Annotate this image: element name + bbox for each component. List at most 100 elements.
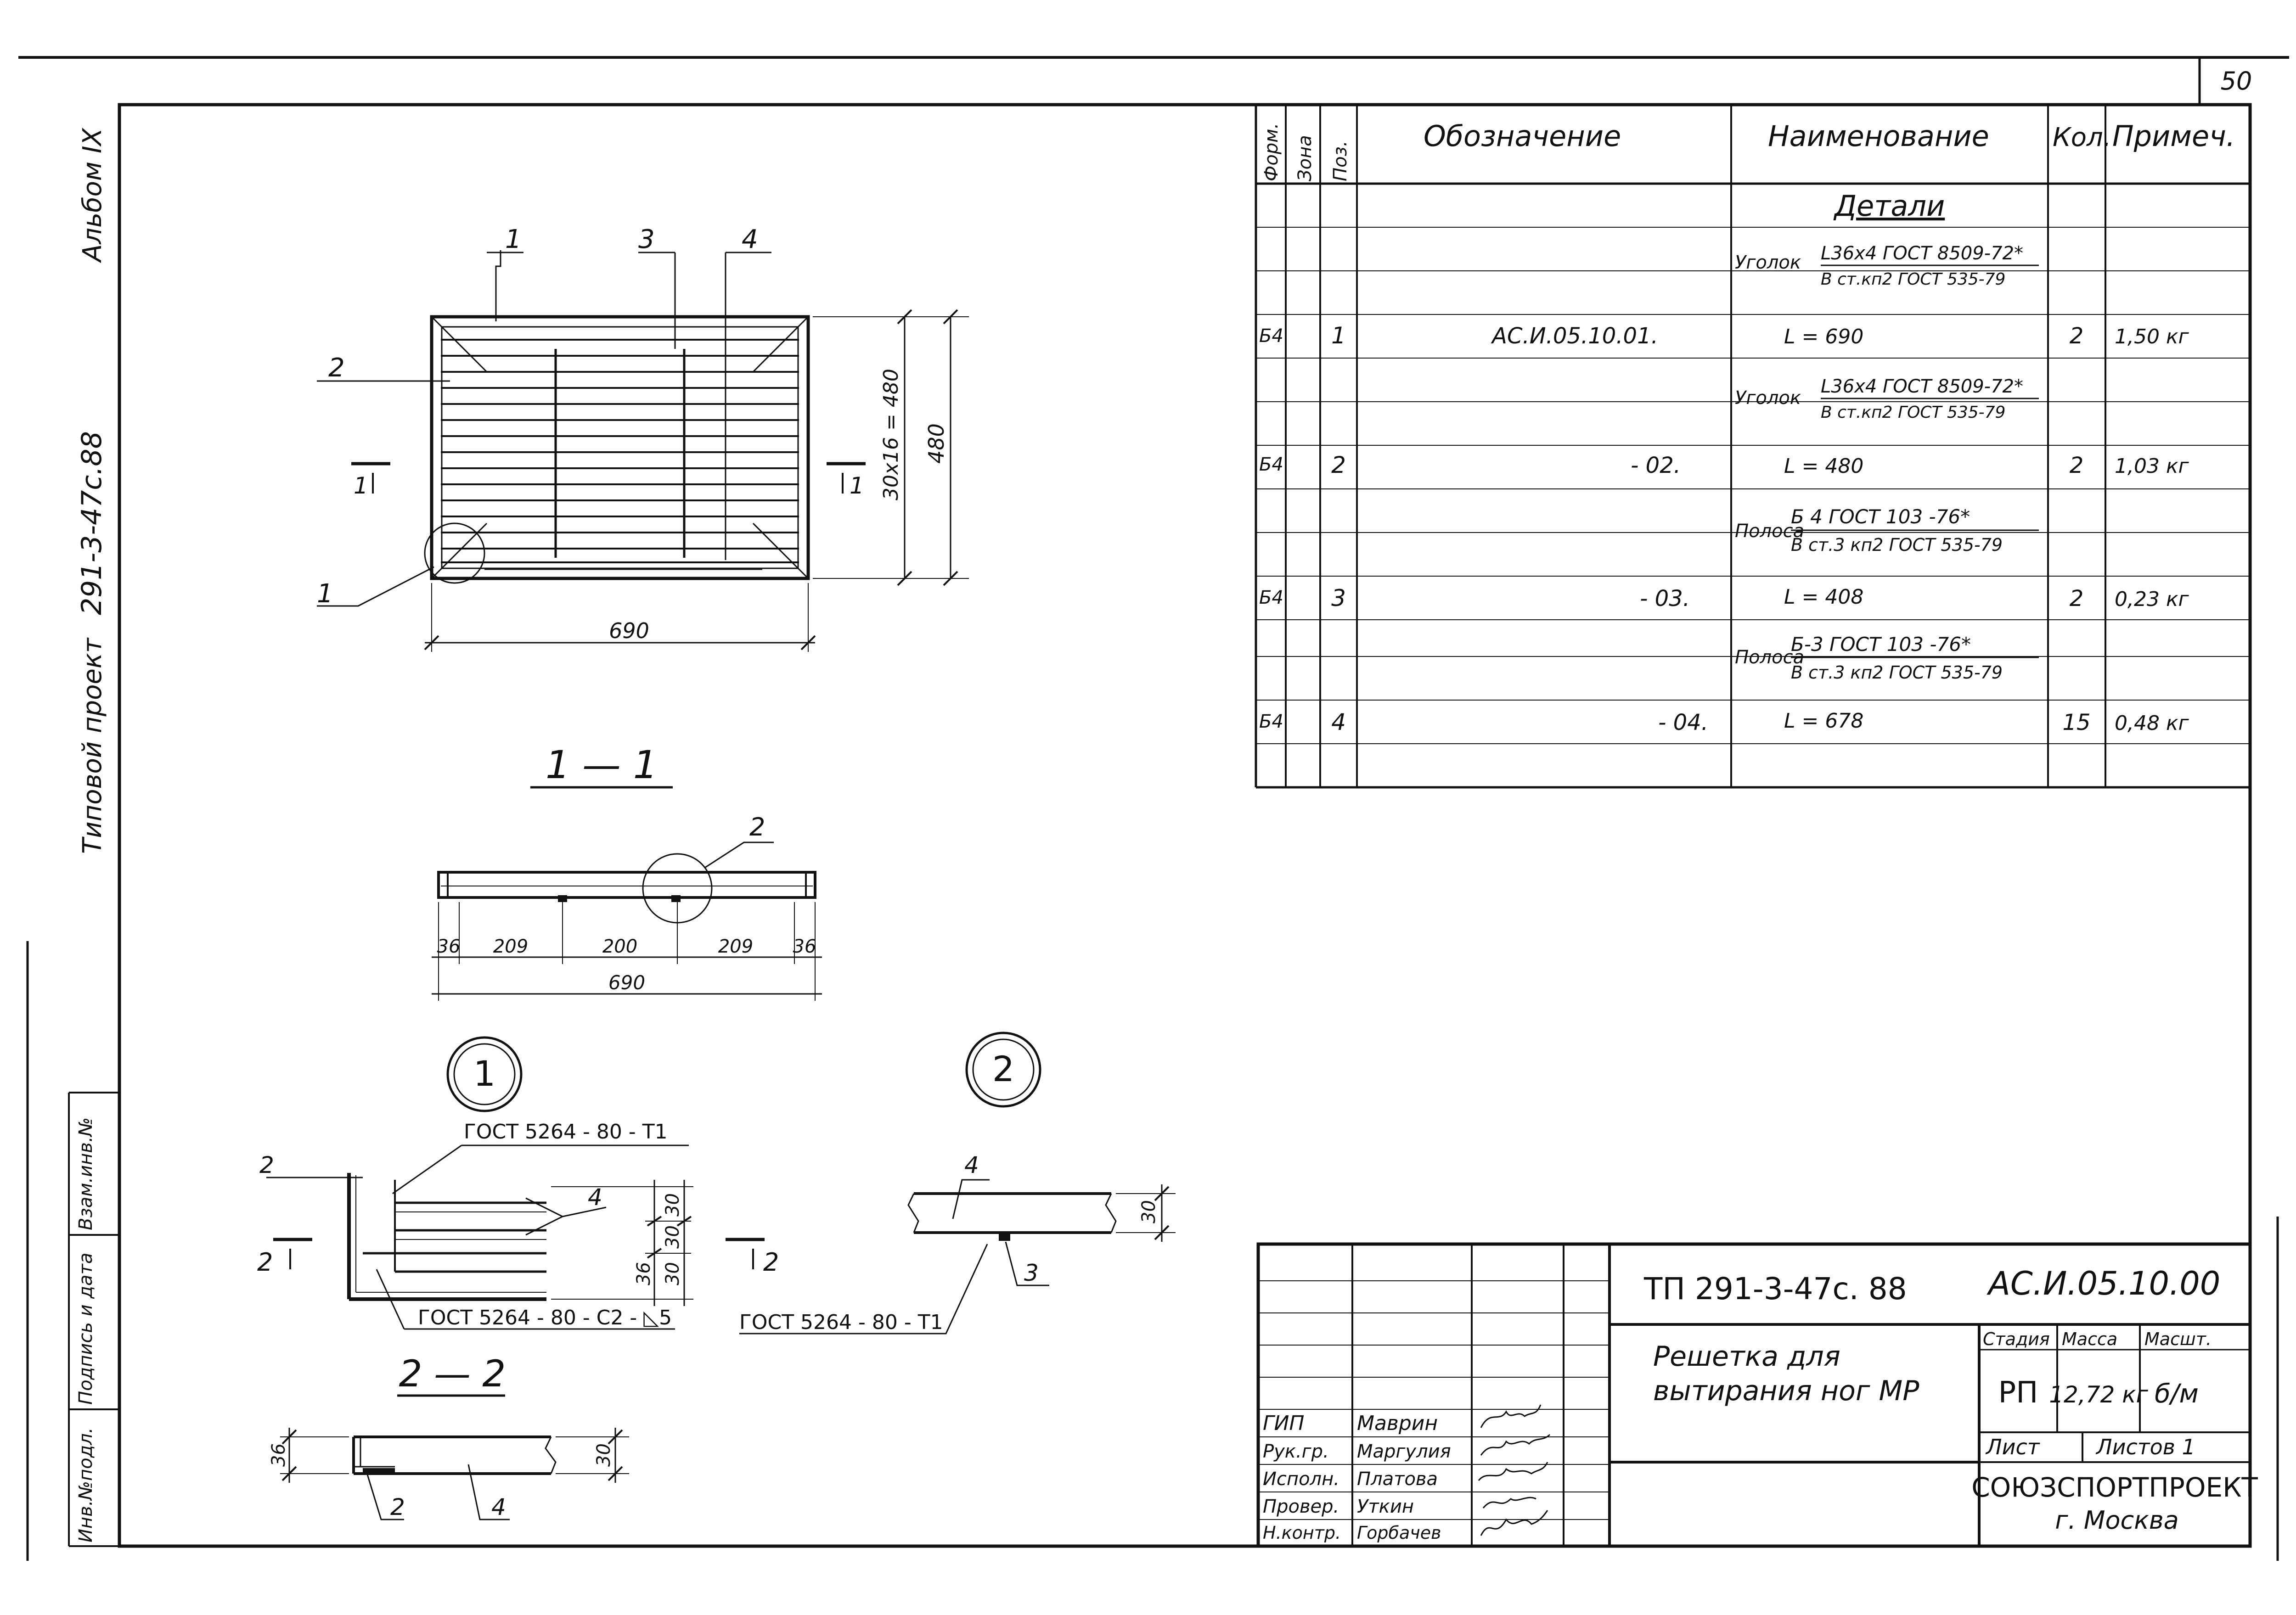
stage-label: Стадия — [1983, 1329, 2050, 1349]
row-designation: - 02. — [1631, 453, 1681, 478]
person-role: Рук.гр. — [1263, 1441, 1329, 1462]
material-top: L36x4 ГОСТ 8509-72* — [1821, 243, 2023, 264]
row-pos: 3 — [1331, 585, 1346, 611]
detail-1-dim: 30 — [662, 1262, 683, 1285]
title-people: ГИП Маврин Рук.гр. Маргулия Исполн. Плат… — [1263, 1412, 1451, 1543]
spec-grid — [1255, 105, 2251, 789]
section-1-1-dim: 200 — [602, 936, 637, 957]
spec-header-designation: Обозначение — [1424, 119, 1621, 153]
org-city: г. Москва — [2055, 1506, 2179, 1535]
detail-1-section-mark-right: 2 — [763, 1248, 779, 1277]
title-doc-code: АС.И.05.10.00 — [1986, 1265, 2220, 1302]
plan-label-1: 1 — [505, 224, 522, 254]
detail-2-label-3: 3 — [1024, 1260, 1039, 1286]
spec-header-zone: Зона — [1294, 135, 1316, 181]
material-prefix: Уголок — [1735, 252, 1801, 273]
material-bottom: В ст.кп2 ГОСТ 535-79 — [1821, 270, 2005, 289]
row-qty: 2 — [2070, 453, 2084, 478]
spec-header-qty: Кол. — [2053, 123, 2111, 152]
row-pos: 1 — [1331, 322, 1346, 349]
detail-1-weld-bottom: ГОСТ 5264 - 80 - С2 - ◺5 — [418, 1306, 672, 1329]
spec-table: Форм. Зона Поз. Обозначение Наименование… — [1255, 105, 2251, 789]
title-project-code: ТП 291-3-47с. 88 — [1643, 1271, 1907, 1307]
spec-item-row: Б4 3 - 03. L = 408 2 0,23 кг — [1259, 585, 2189, 611]
section-2-2-title: 2 — 2 — [399, 1352, 506, 1395]
material-bottom: В ст.3 кп2 ГОСТ 535-79 — [1791, 535, 2003, 555]
spec-item-row: Б4 4 - 04. L = 678 15 0,48 кг — [1259, 709, 2189, 735]
detail-1-number: 1 — [473, 1053, 495, 1094]
spec-section-title: Детали — [1833, 189, 1945, 223]
section-1-1-dim: 36 — [793, 936, 816, 957]
row-note: 1,03 кг — [2115, 454, 2189, 478]
detail-2-weld: ГОСТ 5264 - 80 - Т1 — [739, 1311, 943, 1334]
row-name: L = 678 — [1784, 709, 1863, 733]
detail-2-dim: 30 — [1138, 1200, 1159, 1223]
row-form: Б4 — [1259, 454, 1283, 475]
plan-dim-height: 480 — [924, 423, 949, 464]
spec-material-row: Уголок L36x4 ГОСТ 8509-72* В ст.кп2 ГОСТ… — [1735, 376, 2039, 422]
plan-label-4: 4 — [742, 224, 758, 254]
person-name: Маврин — [1357, 1412, 1438, 1435]
detail-1-dim: 30 — [662, 1225, 683, 1249]
spec-header-note: Примеч. — [2112, 119, 2235, 153]
person-role: Провер. — [1263, 1496, 1339, 1517]
material-top: Б-3 ГОСТ 103 -76* — [1791, 633, 1971, 656]
page-frame — [18, 56, 2289, 1561]
title-line-1: Решетка для — [1653, 1340, 1840, 1373]
side-project-label: Типовой проект — [78, 637, 107, 854]
page-number: 50 — [2221, 67, 2252, 95]
person-name: Уткин — [1357, 1496, 1414, 1517]
section-2-2-label-2: 2 — [390, 1494, 405, 1520]
section-1-1-callout: 2 — [749, 813, 765, 841]
row-designation: - 03. — [1640, 586, 1690, 611]
section-2-2-dim-30: 30 — [593, 1443, 614, 1467]
spec-material-row: Полоса Б-3 ГОСТ 103 -76* В ст.3 кп2 ГОСТ… — [1735, 633, 2039, 683]
side-stamp-inv: Инв.№подл. — [75, 1427, 96, 1542]
row-name: L = 480 — [1784, 454, 1863, 478]
row-pos: 4 — [1331, 709, 1346, 735]
row-qty: 2 — [2070, 586, 2084, 611]
person-name: Маргулия — [1357, 1441, 1451, 1462]
spec-item-row: Б4 1 АС.И.05.10.01. L = 690 2 1,50 кг — [1259, 322, 2189, 349]
org-name: СОЮЗСПОРТПРОЕКТ — [1971, 1472, 2258, 1503]
section-1-1: 1 — 1 2 36 209 200 209 36 690 — [432, 742, 822, 1001]
person-role: Н.контр. — [1263, 1523, 1341, 1543]
stage-value: РП — [1998, 1376, 2038, 1410]
detail-1-label-4: 4 — [588, 1184, 602, 1211]
detail-1-label-2: 2 — [259, 1152, 274, 1178]
plan-dim-width: 690 — [609, 618, 649, 643]
section-1-1-title: 1 — 1 — [546, 742, 658, 787]
plan-label-2: 2 — [328, 353, 345, 383]
row-note: 0,48 кг — [2115, 712, 2189, 735]
material-bottom: В ст.кп2 ГОСТ 535-79 — [1821, 403, 2005, 422]
side-stamp-sign: Подпись и дата — [75, 1253, 96, 1405]
scale-label: Масшт. — [2144, 1329, 2212, 1349]
row-note: 0,23 кг — [2115, 588, 2189, 611]
person-name: Горбачев — [1357, 1523, 1441, 1543]
material-bottom: В ст.3 кп2 ГОСТ 535-79 — [1791, 662, 2003, 683]
spec-header-pos: Поз. — [1330, 140, 1351, 181]
row-name: L = 690 — [1784, 325, 1863, 348]
detail-1: 1 ГОСТ 5264 - 80 - Т1 2 4 2 2 ГОСТ 5264 … — [257, 1036, 779, 1330]
mass-value: 12,72 кг — [2049, 1381, 2148, 1408]
side-stamp-replace: Взам.инв.№ — [75, 1117, 96, 1230]
plan-section-mark-right: 1 — [850, 472, 864, 499]
title-line-2: вытирания ног МР — [1653, 1375, 1919, 1407]
section-2-2-label-4: 4 — [491, 1494, 506, 1520]
plan-bars — [441, 339, 799, 563]
plan-dim-inner-height: 30x16 = 480 — [879, 369, 903, 500]
row-designation: - 04. — [1658, 710, 1708, 735]
detail-2: 2 4 3 30 ГОСТ 5264 - 80 - Т1 — [739, 1032, 1176, 1335]
spec-header-form: Форм. — [1261, 123, 1282, 181]
row-designation: АС.И.05.10.01. — [1491, 323, 1658, 349]
material-top: Б 4 ГОСТ 103 -76* — [1791, 505, 1970, 528]
material-prefix: Уголок — [1735, 387, 1801, 409]
section-2-2-dim-36: 36 — [268, 1443, 289, 1467]
row-note: 1,50 кг — [2115, 325, 2189, 348]
scale-value: б/м — [2155, 1379, 2199, 1409]
spec-material-row: Уголок L36x4 ГОСТ 8509-72* В ст.кп2 ГОСТ… — [1735, 243, 2039, 289]
detail-1-dim: 30 — [662, 1193, 683, 1217]
detail-2-label-4: 4 — [964, 1152, 979, 1178]
sheet-label: Лист — [1985, 1435, 2040, 1459]
